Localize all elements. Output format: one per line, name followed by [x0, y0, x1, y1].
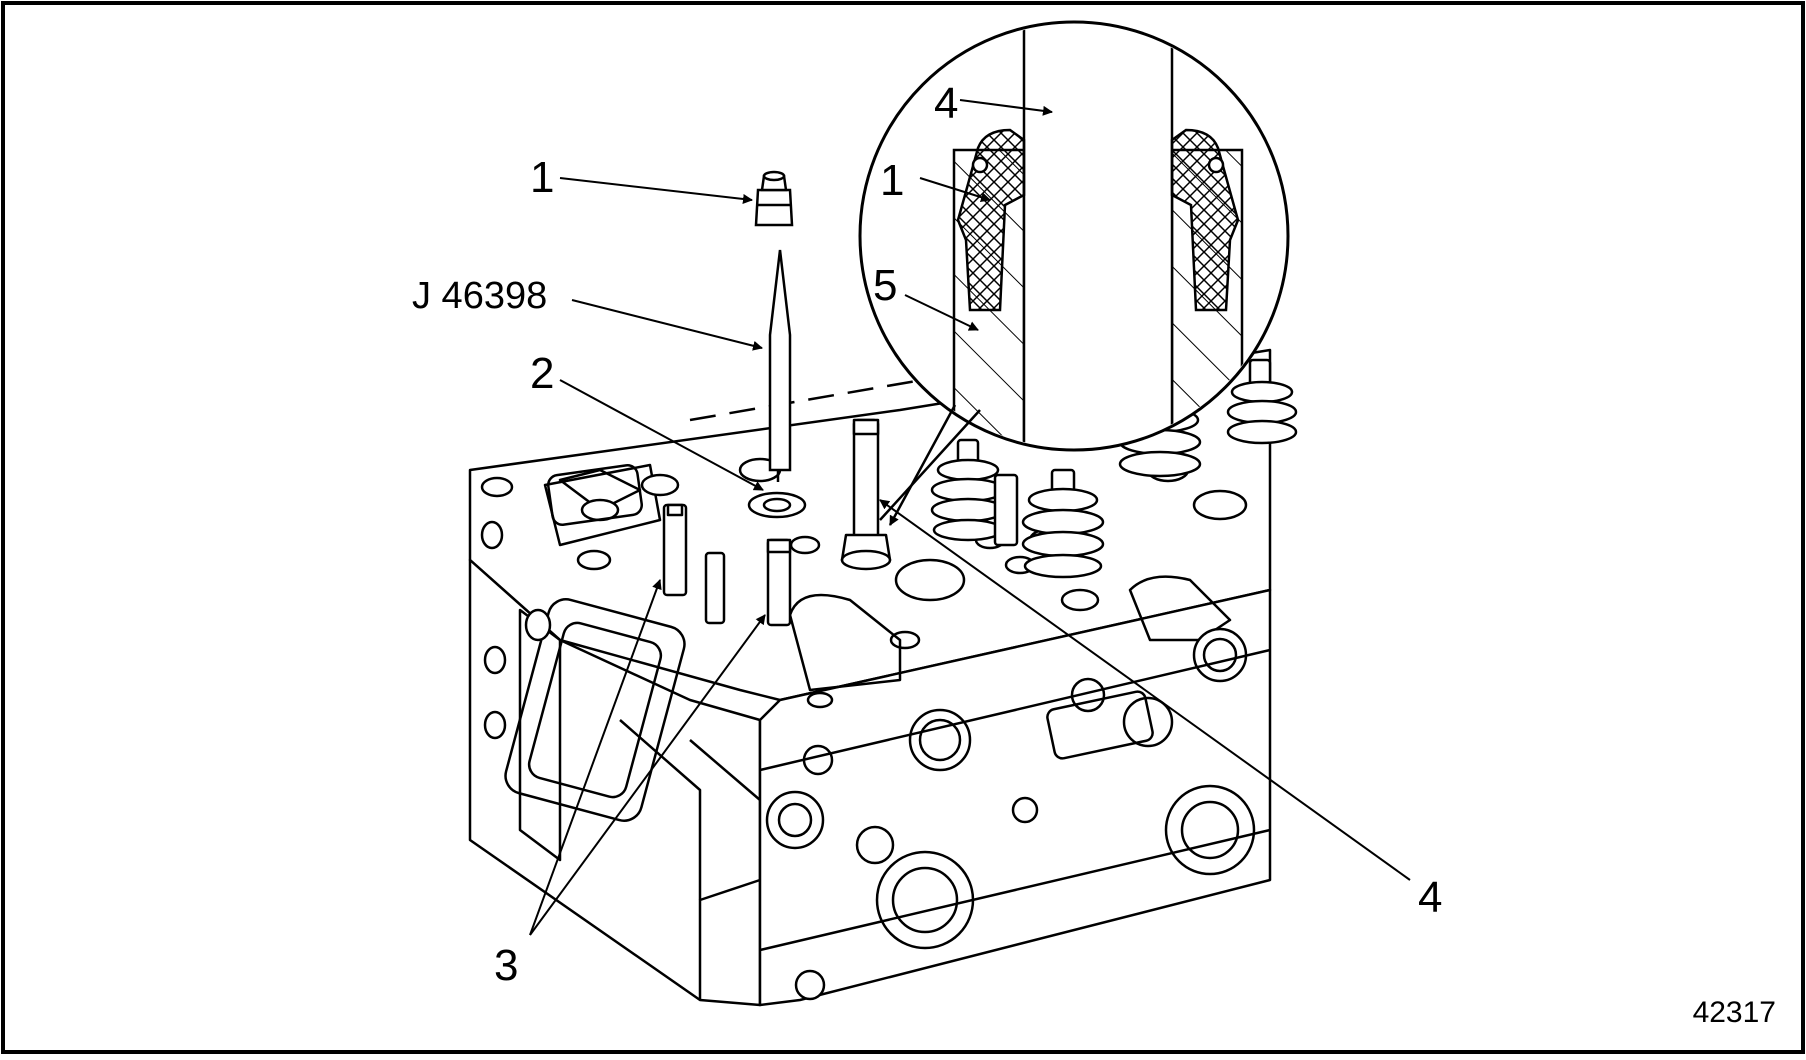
seal-installer-tool: [768, 249, 792, 482]
detail-inset: [858, 20, 1290, 526]
inset-callout-4: 4: [934, 79, 958, 128]
valve-spring-d: [1226, 358, 1298, 445]
callout-tool: J 46398: [412, 275, 547, 317]
valve-spring-seat-washer: [747, 491, 807, 519]
callout-4: 4: [1418, 873, 1442, 922]
valve-stem-seal: [754, 170, 794, 227]
callout-2: 2: [530, 349, 554, 398]
valve-spring-b: [1021, 468, 1105, 579]
callout-3: 3: [494, 941, 518, 990]
inset-callout-1: 1: [880, 156, 904, 205]
leader-lines: [529, 99, 1411, 936]
callout-1: 1: [530, 153, 554, 202]
inset-callout-5: 5: [873, 261, 897, 310]
figure-number: 42317: [1693, 996, 1776, 1029]
